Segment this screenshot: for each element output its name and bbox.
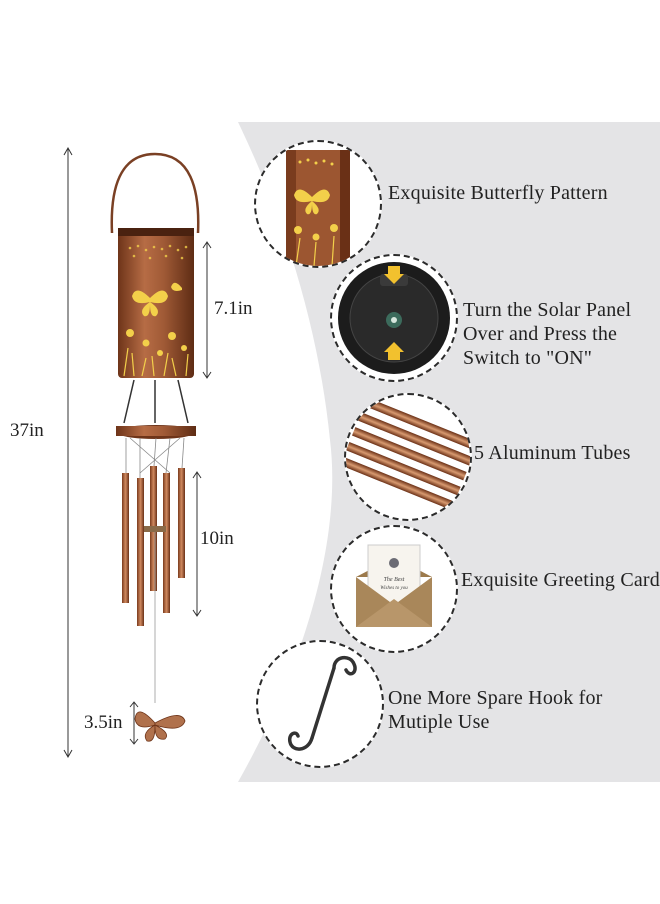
solar-switch-icon <box>330 254 458 382</box>
pendant-height-label: 3.5in <box>84 712 123 733</box>
wind-chime-product-image <box>110 152 200 742</box>
butterfly-pattern-icon <box>254 140 382 268</box>
total-height-label: 37in <box>10 420 44 441</box>
pendant-height-line <box>129 701 139 745</box>
lantern-height-label: 7.1in <box>214 298 253 319</box>
tubes-length-label: 10in <box>200 528 234 549</box>
aluminum-tubes-icon <box>344 393 472 521</box>
feature-text-hook: One More Spare Hook for Mutiple Use <box>388 687 603 733</box>
s-hook-icon <box>256 640 384 768</box>
card-line-1: The Best <box>384 577 405 583</box>
tubes-length-line <box>192 471 202 617</box>
feature-text-tubes: 5 Aluminum Tubes <box>474 442 631 464</box>
greeting-card-icon: The Best Wishes to you <box>330 525 458 653</box>
lantern-height-line <box>202 241 212 379</box>
card-line-2: Wishes to you <box>380 586 408 591</box>
feature-text-butterfly: Exquisite Butterfly Pattern <box>388 182 608 204</box>
feature-text-solar: Turn the Solar Panel Over and Press the … <box>463 299 632 369</box>
total-height-line <box>63 146 73 759</box>
feature-text-card: Exquisite Greeting Card <box>461 569 660 591</box>
